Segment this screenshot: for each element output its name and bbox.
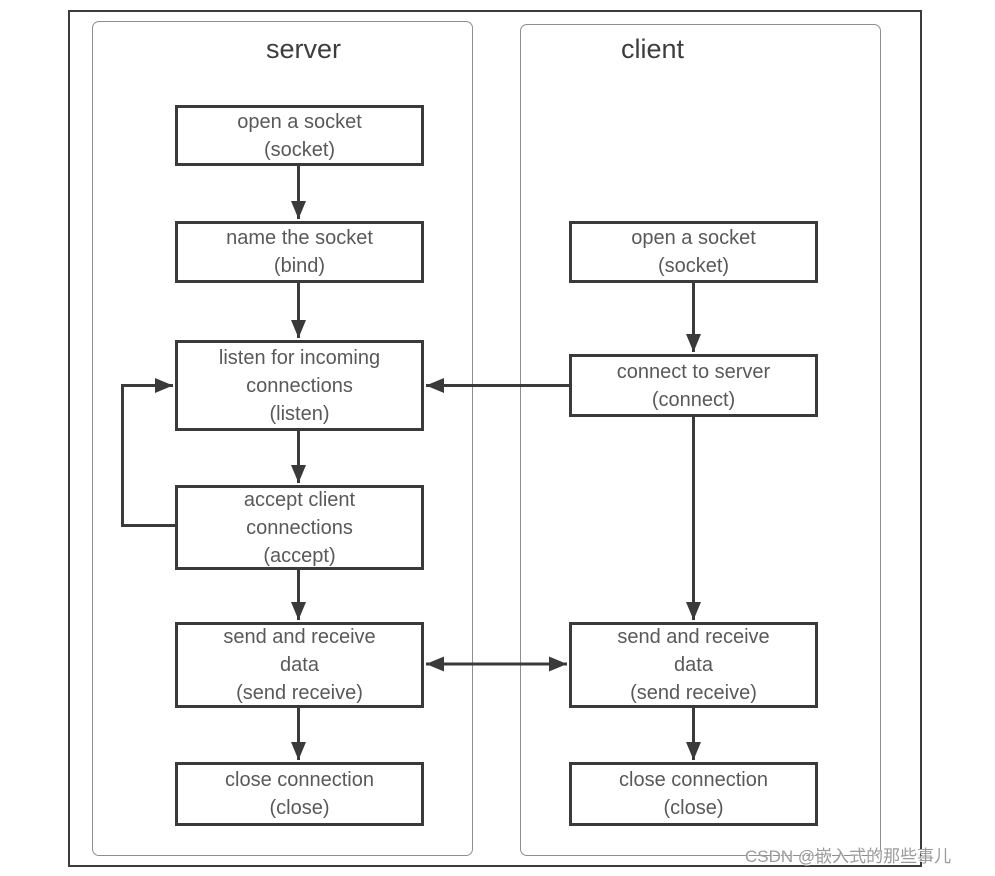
- box-line: (close): [663, 797, 724, 819]
- flow-box-client-socket: open a socket (socket): [569, 221, 818, 283]
- box-line: (send receive): [236, 682, 363, 704]
- csdn-watermark: CSDN @嵌入式的那些事儿: [745, 847, 952, 866]
- box-line: connections: [246, 516, 353, 539]
- box-line: close connection: [225, 769, 374, 791]
- client-title: client: [621, 34, 685, 64]
- flow-box-client-sendrecv: send and receive data (send receive): [569, 622, 818, 708]
- box-line: (bind): [273, 255, 326, 277]
- flow-box-client-connect: connect to server (connect): [569, 354, 818, 417]
- box-line: accept client: [243, 488, 356, 511]
- box-line: (socket): [263, 138, 336, 161]
- client-panel: [520, 24, 881, 856]
- box-line: (send receive): [630, 682, 757, 704]
- flow-box-server-socket: open a socket (socket): [175, 105, 424, 166]
- box-line: (socket): [657, 255, 730, 277]
- box-line: (close): [269, 797, 330, 819]
- server-title: server: [266, 34, 342, 64]
- box-line: data: [674, 654, 713, 676]
- box-line: name the socket: [226, 227, 373, 249]
- box-line: connect to server: [616, 360, 771, 383]
- box-line: connections: [246, 374, 353, 397]
- box-line: send and receive: [617, 626, 770, 648]
- flow-box-server-bind: name the socket (bind): [175, 221, 424, 283]
- box-line: (connect): [651, 388, 736, 411]
- flow-box-server-close: close connection (close): [175, 762, 424, 826]
- box-line: (listen): [269, 402, 330, 425]
- box-line: (accept): [263, 544, 336, 567]
- flow-box-server-sendrecv: send and receive data (send receive): [175, 622, 424, 708]
- server-panel: [92, 21, 473, 856]
- flow-box-server-listen: listen for incoming connections (listen): [175, 340, 424, 431]
- flow-box-server-accept: accept client connections (accept): [175, 485, 424, 570]
- arrow-server-accept-loop-to-listen: [121, 378, 175, 527]
- box-line: close connection: [619, 769, 768, 791]
- box-line: open a socket: [237, 110, 362, 133]
- box-line: open a socket: [631, 227, 756, 249]
- box-line: send and receive: [223, 626, 376, 648]
- box-line: data: [280, 654, 319, 676]
- flow-box-client-close: close connection (close): [569, 762, 818, 826]
- diagram-outer-border: [68, 10, 922, 867]
- box-line: listen for incoming: [218, 346, 381, 369]
